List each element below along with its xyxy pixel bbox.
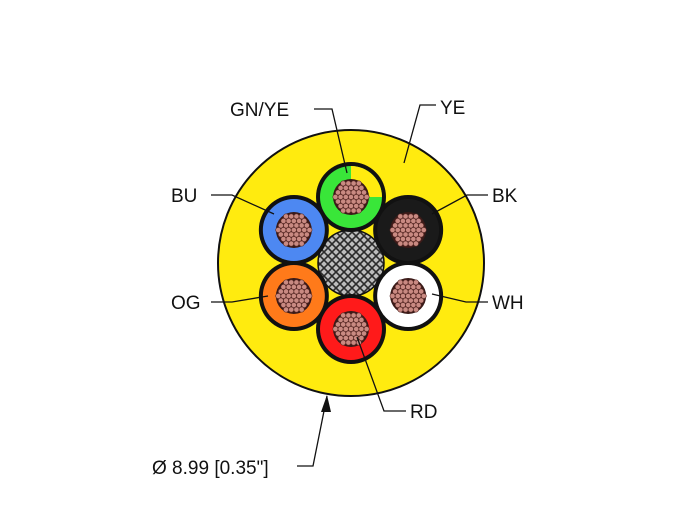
leader-lines [211, 104, 488, 467]
label-rd: RD [410, 402, 437, 423]
leader-dimension [297, 395, 328, 467]
label-bu: BU [171, 186, 197, 207]
label-gnye: GN/YE [230, 100, 289, 121]
leader-gnye [314, 108, 348, 174]
leader-og [211, 295, 269, 303]
dimension-arrowhead [321, 395, 331, 412]
leader-bu [211, 194, 275, 215]
conductor-rd [316, 294, 386, 364]
conductor-wh [373, 261, 444, 331]
leader-wh [431, 293, 488, 303]
center-filler [317, 229, 385, 297]
label-dimension: Ø 8.99 [0.35"] [152, 458, 269, 479]
label-bk: BK [492, 186, 518, 207]
leader-ye [403, 104, 436, 164]
label-wh: WH [492, 293, 524, 314]
leader-rd [356, 336, 406, 412]
conductor-og [258, 261, 329, 331]
conductor-bk [373, 195, 444, 265]
conductors [258, 162, 444, 364]
conductor-gnye [316, 162, 386, 232]
label-og: OG [171, 293, 201, 314]
conductor-bu [258, 195, 329, 265]
leader-bk [431, 194, 488, 215]
label-ye: YE [440, 98, 465, 119]
